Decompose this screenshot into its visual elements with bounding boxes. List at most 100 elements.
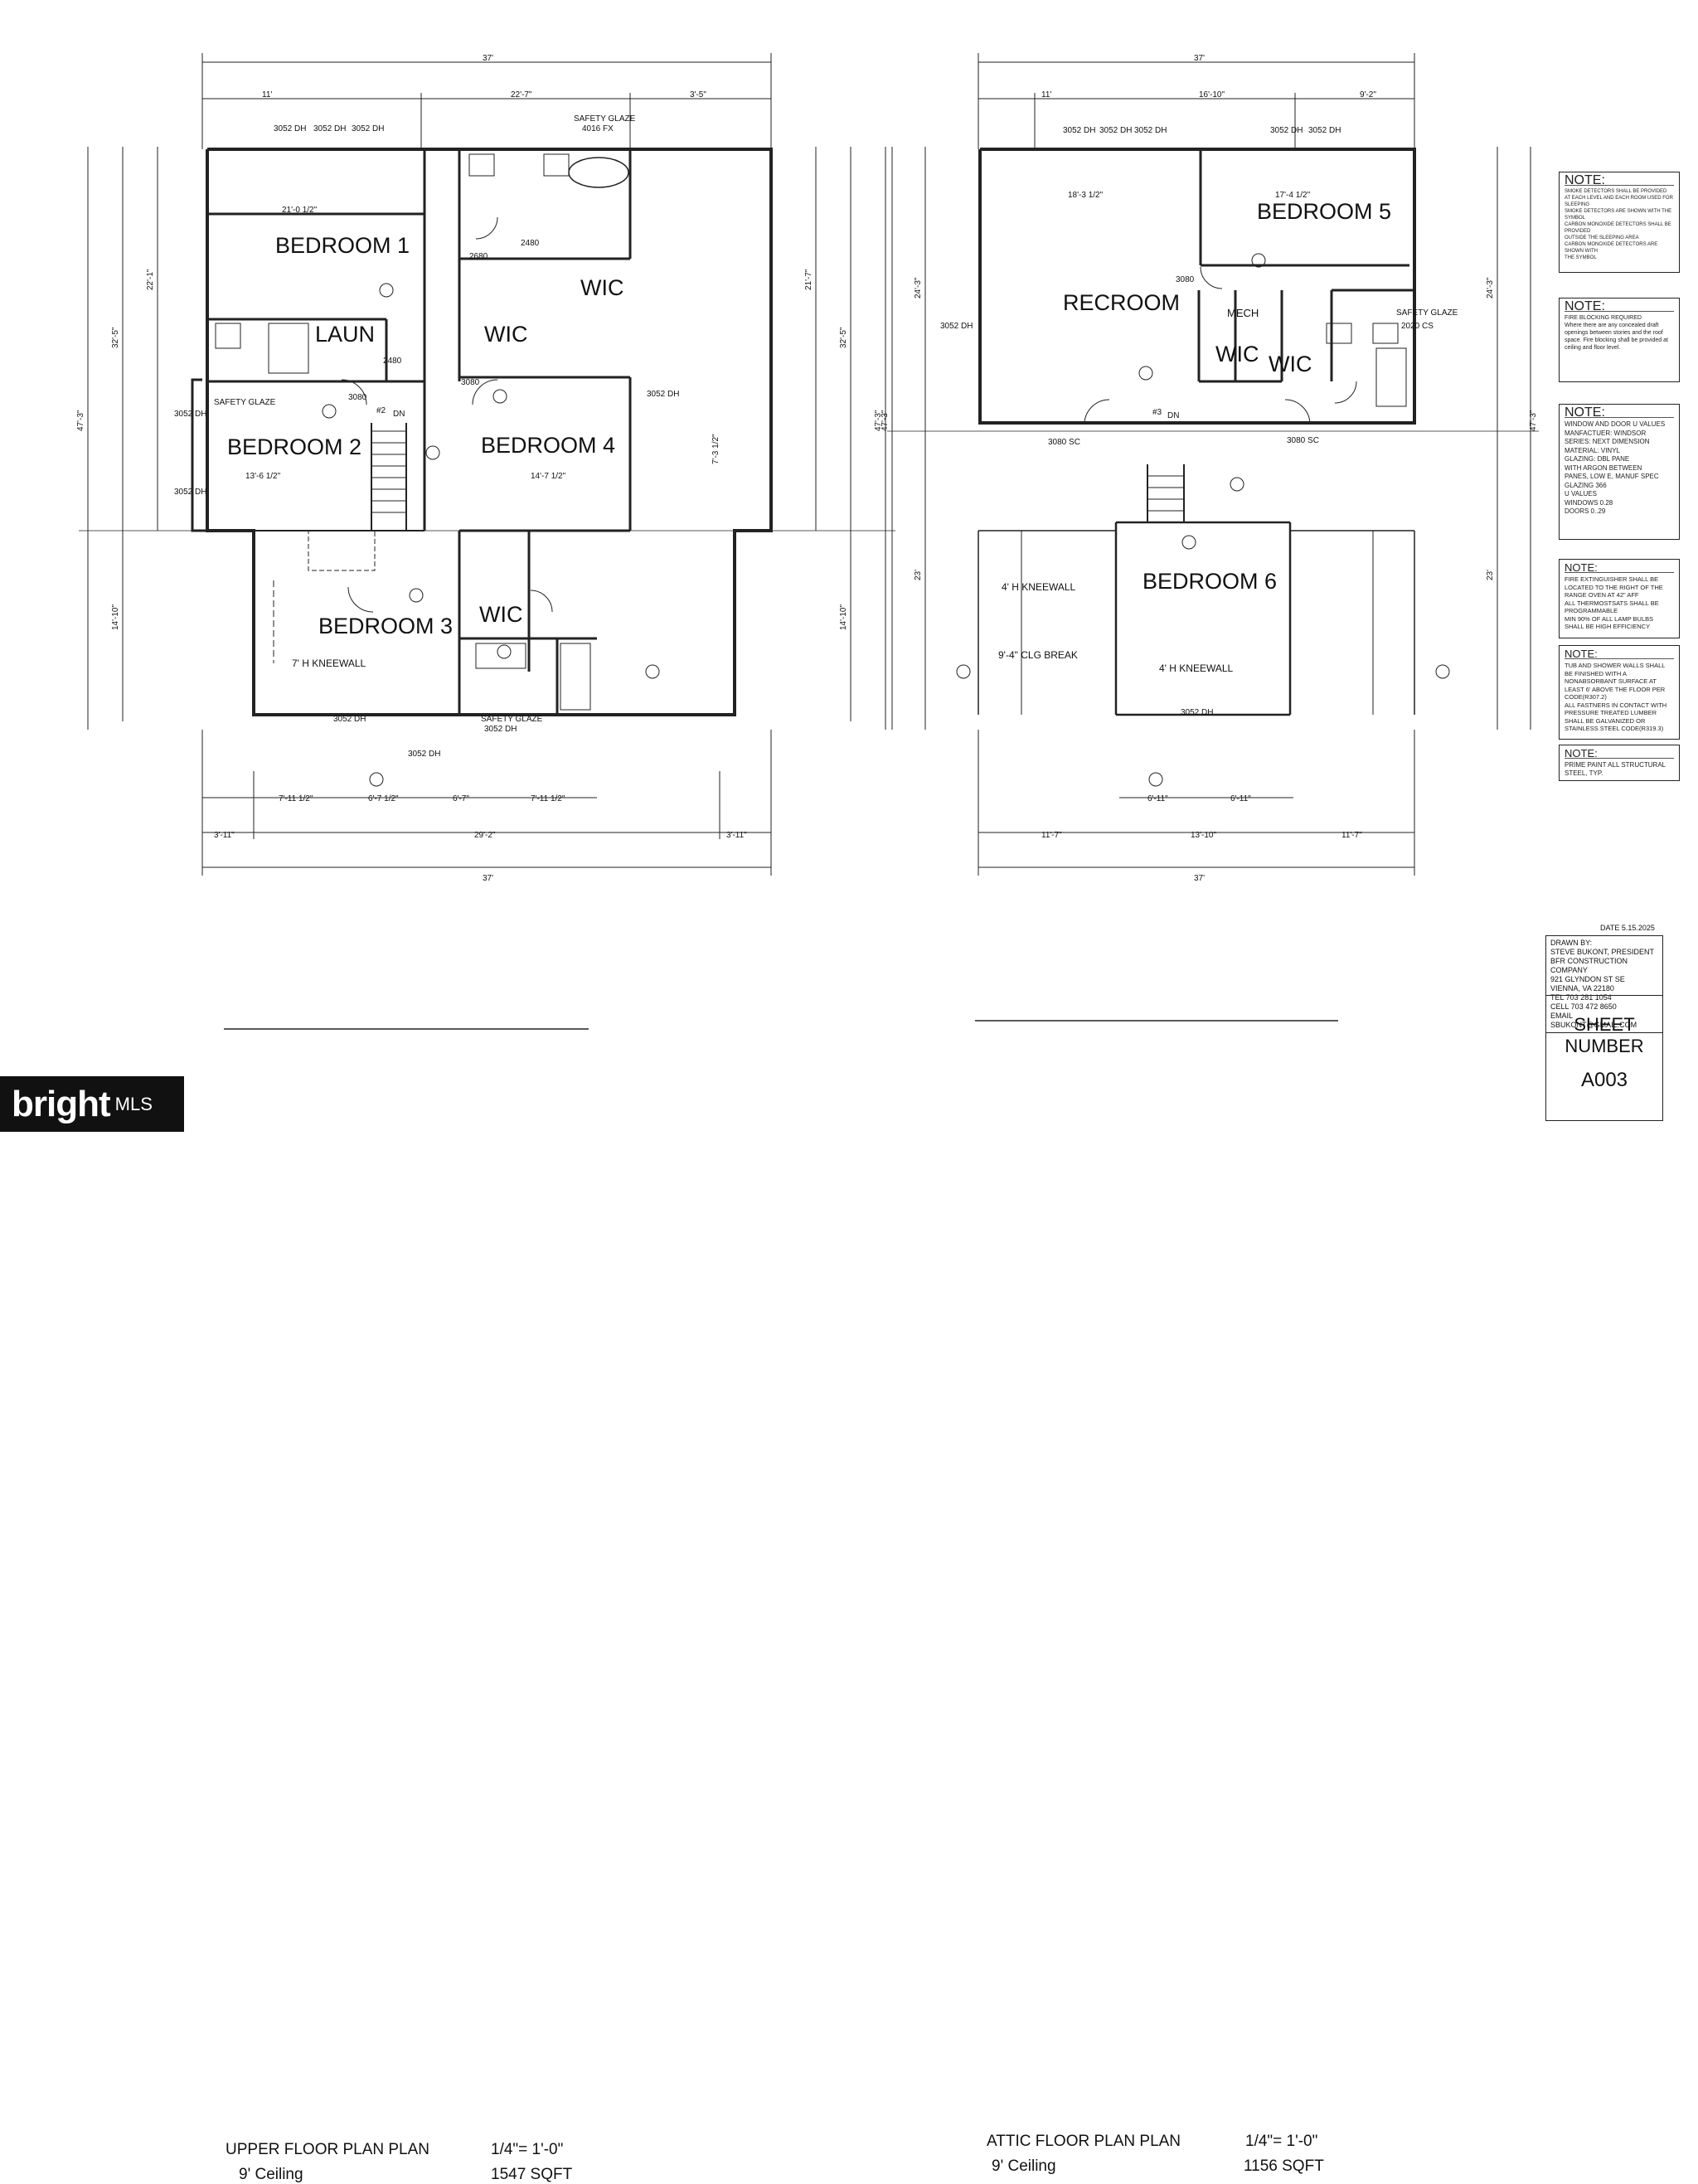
dim-bot-row-a: 7'-11 1/2" <box>279 794 313 803</box>
bright-mls-watermark: bright MLS <box>0 1076 184 1132</box>
safety-glaze-label: SAFETY GLAZE <box>1396 308 1458 318</box>
drawing-date: DATE 5.15.2025 <box>1600 924 1655 932</box>
fixed-window-label: 4016 FX <box>582 124 614 133</box>
window-label: 3052 DH <box>274 124 306 133</box>
dim-right-b: 21'-7" <box>804 269 813 290</box>
floor-area: 1547 SQFT <box>491 2166 573 2183</box>
window-label: 3052 DH <box>1270 126 1303 135</box>
dim-top-a: 11' <box>1041 90 1051 99</box>
note-tub-shower: NOTE: TUB AND SHOWER WALLS SHALL BE FINI… <box>1559 645 1680 740</box>
stair-direction: DN <box>1167 411 1179 420</box>
window-label: 3052 DH <box>408 750 440 759</box>
note-body: PRIME PAINT ALL STRUCTURAL STEEL, TYP. <box>1565 761 1666 777</box>
dim-bot-row-b: 6'-11" <box>1230 794 1251 803</box>
plan-scale: 1/4"= 1'-0" <box>491 2141 564 2158</box>
room-mech: MECH <box>1227 307 1259 319</box>
safety-glaze-label: SAFETY GLAZE <box>574 114 636 124</box>
room-laun: LAUN <box>315 322 375 347</box>
dim-bottom-overall: 37' <box>483 874 493 883</box>
room-wic-2: WIC <box>1269 352 1312 376</box>
window-label: 2020 CS <box>1401 322 1434 331</box>
dim-top-c: 3'-5" <box>690 90 706 99</box>
note-prime-paint: NOTE: PRIME PAINT ALL STRUCTURAL STEEL, … <box>1559 745 1680 781</box>
stair-direction: DN <box>393 410 405 419</box>
window-label: 3052 DH <box>1134 126 1167 135</box>
note-body: FIRE BLOCKING REQUIRED Where there are a… <box>1565 315 1668 351</box>
dim-left-c: 14'-10" <box>111 604 120 630</box>
room-recroom: RECROOM <box>1063 290 1180 315</box>
stair-number: #3 <box>1152 408 1162 417</box>
dim-bot-row-d: 7'-11 1/2" <box>531 794 565 803</box>
drawn-by-block: DRAWN BY: STEVE BUKONT, PRESIDENT BFR CO… <box>1545 935 1663 1033</box>
window-label: 3052 DH <box>352 124 384 133</box>
door-label: 3080 SC <box>1287 436 1319 445</box>
dim-left-total: 47'-3" <box>76 410 85 431</box>
attic-floor-labels: BEDROOM 5 RECROOM BEDROOM 6 MECH WIC WIC… <box>881 54 1538 883</box>
window-label: 3052 DH <box>174 410 206 419</box>
room-wic-3: WIC <box>479 602 522 627</box>
note-body: SMOKE DETECTORS SHALL BE PROVIDED AT EAC… <box>1565 189 1673 260</box>
dim-top-a: 11' <box>262 90 272 99</box>
dim-top-b: 16'-10" <box>1199 90 1225 99</box>
dim-right-a: 24'-3" <box>1486 277 1495 298</box>
room-bedroom4: BEDROOM 4 <box>481 433 615 458</box>
floor-area: 1156 SQFT <box>1244 2157 1324 2175</box>
window-label: 3052 DH <box>174 488 206 497</box>
window-label: 3052 DH <box>484 725 517 734</box>
note-heading: NOTE: <box>1565 562 1674 573</box>
dim-bottom-b: 29'-2" <box>474 831 496 840</box>
room-bedroom1: BEDROOM 1 <box>275 233 410 258</box>
dim-right-total: 47'-3" <box>874 410 883 431</box>
note-heading: NOTE: <box>1565 748 1674 759</box>
safety-glaze-label: SAFETY GLAZE <box>214 398 276 407</box>
note-heading: NOTE: <box>1565 648 1674 659</box>
dim-right-a: 32'-5" <box>839 327 848 348</box>
dim-bottom-a: 3'-11" <box>214 831 235 840</box>
dim-bedroom2-width: 13'-6 1/2" <box>245 472 281 481</box>
dim-bot-row-b: 6'-7 1/2" <box>368 794 399 803</box>
room-wic-1: WIC <box>580 275 623 300</box>
room-bedroom3: BEDROOM 3 <box>318 614 453 638</box>
plan-title: UPPER FLOOR PLAN PLAN <box>226 2141 430 2158</box>
dim-bottom-overall: 37' <box>1194 874 1205 883</box>
kneewall-label: 4' H KNEEWALL <box>1159 662 1234 674</box>
sheet-number-label: SHEET NUMBER <box>1565 1014 1644 1056</box>
note-smoke-detectors: NOTE: SMOKE DETECTORS SHALL BE PROVIDED … <box>1559 172 1680 273</box>
dim-left-a: 32'-5" <box>111 327 120 348</box>
dim-bottom-c: 3'-11" <box>726 831 747 840</box>
window-label: 3052 DH <box>313 124 346 133</box>
attic-floor-plan <box>887 53 1539 876</box>
dim-top-overall: 37' <box>483 54 493 63</box>
upper-floor-plan <box>79 53 895 876</box>
door-label: 3080 <box>348 393 367 402</box>
dim-right-total: 47'-3" <box>1529 410 1538 431</box>
dim-top-b: 22'-7" <box>511 90 532 99</box>
sheet-number: A003 <box>1580 1069 1628 1091</box>
window-label: 3052 DH <box>1181 708 1213 717</box>
room-bedroom5: BEDROOM 5 <box>1257 199 1391 224</box>
room-bedroom6: BEDROOM 6 <box>1143 569 1277 594</box>
ceiling-height: 9' Ceiling <box>992 2157 1056 2175</box>
note-fire-blocking: NOTE: FIRE BLOCKING REQUIRED Where there… <box>1559 298 1680 382</box>
dim-bedroom4-width: 14'-7 1/2" <box>531 472 566 481</box>
dim-bottom-c: 11'-7" <box>1341 831 1362 840</box>
drawing-sheet: BEDROOM 1 BEDROOM 2 BEDROOM 3 BEDROOM 4 … <box>0 53 1680 2183</box>
room-wic-2: WIC <box>484 322 527 347</box>
note-heading: NOTE: <box>1565 406 1674 420</box>
note-fire-extinguisher: NOTE: FIRE EXTINGUISHER SHALL BE LOCATED… <box>1559 559 1680 638</box>
window-label: 3052 DH <box>647 390 679 399</box>
door-label: 3080 <box>1176 275 1195 284</box>
window-label: 3052 DH <box>940 322 973 331</box>
window-label: 3052 DH <box>1099 126 1132 135</box>
dim-bottom-b: 13'-10" <box>1191 831 1216 840</box>
dim-right-c: 14'-10" <box>839 604 848 630</box>
dim-bottom-a: 11'-7" <box>1041 831 1062 840</box>
dim-recroom-width: 18'-3 1/2" <box>1068 191 1104 200</box>
dim-right-b: 23' <box>1486 570 1495 580</box>
brand-suffix: MLS <box>114 1093 153 1114</box>
floor-plans-svg: BEDROOM 1 BEDROOM 2 BEDROOM 3 BEDROOM 4 … <box>76 53 1539 1030</box>
note-body: TUB AND SHOWER WALLS SHALL BE FINISHED W… <box>1565 662 1667 732</box>
note-body: WINDOW AND DOOR U VALUES MANFACTUER: WIN… <box>1565 420 1666 515</box>
door-label: 2680 <box>469 252 488 261</box>
door-label: 2480 <box>521 239 540 248</box>
